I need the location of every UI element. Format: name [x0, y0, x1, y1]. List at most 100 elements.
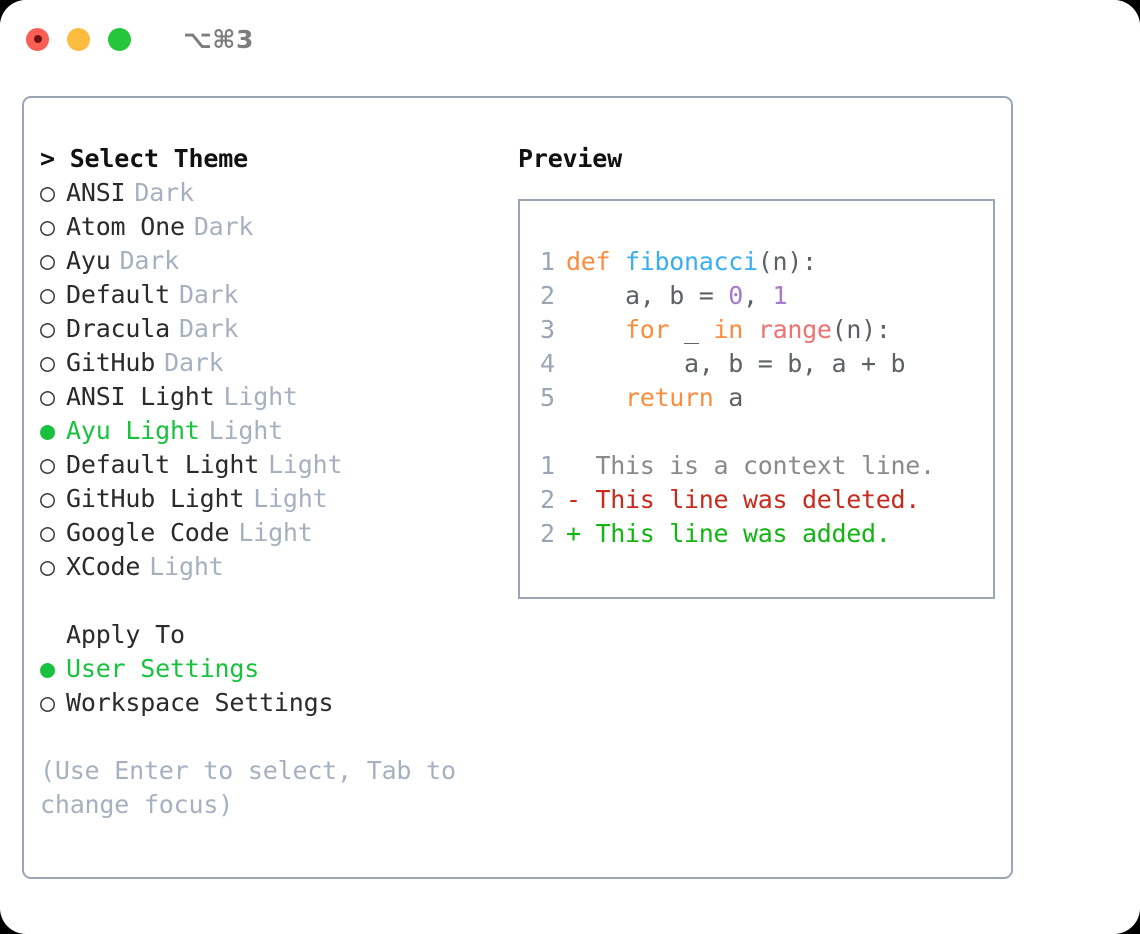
radio-selected-icon: ●	[40, 654, 55, 683]
theme-option-label: Default Light	[66, 450, 260, 479]
code-token: _	[669, 315, 714, 344]
radio-unselected-icon: ○	[40, 450, 55, 479]
diff-sample: 1 This is a context line.2- This line wa…	[540, 449, 993, 551]
line-number: 5	[540, 383, 555, 412]
apply-to-heading: Apply To	[66, 620, 185, 649]
code-text: a, b = b, a + b	[566, 347, 906, 381]
theme-kind-badge: Light	[238, 518, 313, 547]
theme-option-label: ANSI	[66, 178, 126, 207]
radio-unselected-icon: ○	[40, 348, 55, 377]
theme-kind-badge: Light	[223, 382, 298, 411]
code-token	[566, 315, 625, 344]
apply-option-workspace-settings[interactable]: ○ Workspace Settings	[40, 686, 502, 720]
code-token: def	[566, 247, 626, 276]
minimize-button[interactable]	[67, 27, 90, 51]
keyboard-hint: (Use Enter to select, Tab to change focu…	[40, 756, 456, 819]
radio-unselected-icon: ○	[40, 314, 55, 343]
theme-option-atom-one[interactable]: ○ Atom One Dark	[40, 210, 502, 244]
code-line: 4 a, b = b, a + b	[540, 347, 993, 381]
theme-option-label: XCode	[66, 552, 141, 581]
theme-option-label: GitHub Light	[66, 484, 245, 513]
code-line: 3 for _ in range(n):	[540, 313, 993, 347]
code-token: 1	[772, 281, 788, 310]
code-token: return	[625, 383, 714, 412]
code-token: fibonacci	[625, 247, 758, 276]
theme-option-label: ANSI Light	[66, 382, 215, 411]
line-number: 3	[540, 315, 555, 344]
radio-unselected-icon: ○	[40, 518, 55, 547]
radio-unselected-icon: ○	[40, 212, 55, 241]
zoom-button[interactable]	[108, 27, 131, 51]
code-token: (n):	[757, 247, 817, 276]
code-token: in	[713, 315, 744, 344]
radio-unselected-icon: ○	[40, 552, 55, 581]
keyboard-shortcut-label: ⌥⌘3	[183, 24, 254, 54]
theme-kind-badge: Light	[268, 450, 343, 479]
code-token: 0	[728, 281, 744, 310]
radio-selected-icon: ●	[40, 416, 55, 445]
line-number: 2	[540, 485, 555, 514]
theme-option-label: Ayu Light	[66, 416, 200, 445]
code-token: a	[713, 383, 744, 412]
theme-option-default-light[interactable]: ○ Default Light Light	[40, 448, 502, 482]
code-token	[743, 315, 758, 344]
line-number: 1	[540, 247, 555, 276]
apply-option-user-settings[interactable]: ●User Settings	[40, 652, 502, 686]
line-number: 1	[540, 451, 555, 480]
diff-line: 2- This line was deleted.	[540, 483, 993, 517]
diff-text: This is a context line.	[566, 451, 936, 480]
spacer	[40, 584, 502, 618]
apply-option-label: Workspace Settings	[66, 688, 334, 717]
theme-option-label: GitHub	[66, 348, 156, 377]
preview-heading: Preview	[518, 144, 622, 173]
close-button[interactable]	[26, 27, 49, 51]
theme-option-dracula[interactable]: ○ Dracula Dark	[40, 312, 502, 346]
theme-option-label: Atom One	[66, 212, 185, 241]
titlebar: ⌥⌘3	[0, 0, 1140, 78]
line-number: 2	[540, 519, 555, 548]
theme-option-label: Google Code	[66, 518, 230, 547]
code-text: a, b = 0, 1	[566, 279, 788, 313]
select-theme-heading: > Select Theme	[40, 144, 248, 173]
theme-kind-badge: Dark	[178, 280, 239, 309]
radio-unselected-icon: ○	[40, 178, 55, 207]
theme-kind-badge: Dark	[178, 314, 239, 343]
theme-option-xcode[interactable]: ○ XCode Light	[40, 550, 502, 584]
code-line: 1 def fibonacci(n):	[540, 245, 993, 279]
theme-kind-badge: Dark	[119, 246, 180, 275]
diff-line: 1 This is a context line.	[540, 449, 993, 483]
theme-option-google-code[interactable]: ○ Google Code Light	[40, 516, 502, 550]
code-text: def fibonacci(n):	[566, 245, 817, 279]
code-token: a, b = b, a + b	[566, 349, 906, 378]
line-number: 2	[540, 281, 555, 310]
theme-kind-badge: Light	[149, 552, 224, 581]
theme-kind-badge: Dark	[193, 212, 254, 241]
code-text: return a	[566, 381, 743, 415]
radio-unselected-icon: ○	[40, 688, 55, 717]
radio-unselected-icon: ○	[40, 382, 55, 411]
apply-to-list[interactable]: ●User Settings○ Workspace Settings	[40, 652, 502, 720]
code-line: 5 return a	[540, 381, 993, 415]
theme-option-ansi[interactable]: ○ ANSI Dark	[40, 176, 502, 210]
theme-option-label: Ayu	[66, 246, 111, 275]
theme-option-ansi-light[interactable]: ○ ANSI Light Light	[40, 380, 502, 414]
theme-kind-badge: Dark	[134, 178, 194, 207]
radio-unselected-icon: ○	[40, 280, 55, 309]
theme-option-label: Dracula	[66, 314, 170, 343]
radio-unselected-icon: ○	[40, 484, 55, 513]
code-token: (n):	[831, 315, 891, 344]
diff-line: 2+ This line was added.	[540, 517, 993, 551]
code-token: ,	[743, 281, 773, 310]
